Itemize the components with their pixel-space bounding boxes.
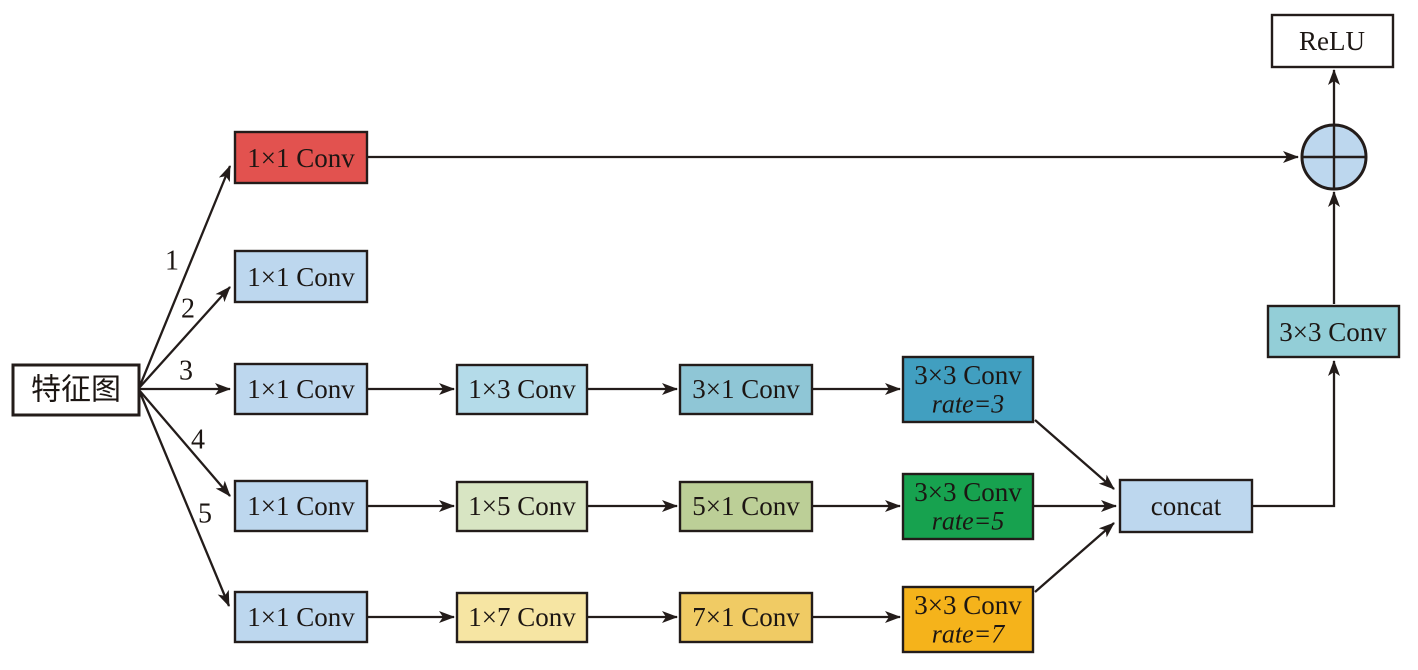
branch5-conv1-node: 1×1 Conv [233, 590, 369, 644]
input-node-rect [11, 363, 141, 417]
input-fanout-edges [137, 165, 232, 607]
branch4-conv2-rect [455, 480, 589, 533]
branch5-conv1-label: 1×1 Conv [247, 602, 355, 632]
branch1-label: 1 [165, 246, 179, 277]
edge-concat-fuseconv [1252, 360, 1340, 508]
branch5-conv3-node: 7×1 Conv [678, 591, 814, 644]
branch1-conv-label: 1×1 Conv [247, 143, 355, 173]
branch4-conv2-node: 1×5 Conv [455, 480, 589, 533]
branch2-label: 2 [181, 294, 195, 325]
branch3-edges [368, 383, 1115, 490]
branch5-dilated-conv-node: 3×3 Conv rate=7 [901, 585, 1035, 654]
branch5-dilated-conv-rect [901, 585, 1035, 654]
branch5-conv1-rect [233, 590, 369, 644]
edge-input-branch4 [138, 389, 231, 497]
branch3-conv2-rect [455, 363, 589, 416]
input-node-label: 特征图 [31, 374, 121, 407]
branch5-conv3-label: 7×1 Conv [692, 602, 800, 632]
relu-node: ReLU [1270, 13, 1395, 69]
concat-rect [1118, 478, 1254, 534]
branch1-conv-rect [233, 130, 369, 185]
branch3-conv2-node: 1×3 Conv [455, 363, 589, 416]
branch5-conv2-node: 1×7 Conv [455, 591, 589, 644]
branch4-dilated-conv-rect [901, 472, 1035, 541]
fuse-conv-node: 3×3 Conv [1266, 304, 1401, 359]
relu-label: ReLU [1299, 26, 1365, 56]
branch3-dilated-conv-label: 3×3 Conv [914, 360, 1022, 390]
branch4-conv1-label: 1×1 Conv [247, 491, 355, 521]
edge-b3-dilated-concat [1034, 419, 1115, 490]
branch4-conv2-label: 1×5 Conv [468, 491, 576, 521]
branch4-conv3-rect [678, 480, 814, 533]
input-node: 特征图 [11, 363, 141, 417]
branch4-conv3-label: 5×1 Conv [692, 491, 800, 521]
relu-rect [1270, 13, 1395, 69]
branch4-dilated-conv-label: 3×3 Conv [914, 477, 1022, 507]
branch5-conv2-label: 1×7 Conv [468, 602, 576, 632]
branch3-conv3-label: 3×1 Conv [692, 374, 800, 404]
branch3-conv1-label: 1×1 Conv [247, 374, 355, 404]
branch2-conv-rect [233, 249, 369, 304]
branch3-conv1-rect [233, 362, 369, 416]
branch2-conv-node: 1×1 Conv [233, 249, 369, 304]
branch5-label: 5 [198, 499, 212, 530]
branch4-dilated-rate-label: rate=5 [932, 507, 1004, 536]
edge-input-branch5 [137, 389, 231, 607]
edge-b5-dilated-concat [1034, 522, 1115, 593]
fuse-conv-label: 3×3 Conv [1279, 317, 1387, 347]
branch5-edges [368, 522, 1115, 623]
branch3-dilated-rate-label: rate=3 [932, 390, 1004, 419]
branch5-conv2-rect [455, 591, 589, 644]
branch2-conv-label: 1×1 Conv [247, 262, 355, 292]
branch3-dilated-conv-rect [901, 355, 1035, 424]
branch4-dilated-conv-node: 3×3 Conv rate=5 [901, 472, 1035, 541]
branch4-conv1-node: 1×1 Conv [233, 479, 369, 533]
branch4-label: 4 [191, 425, 205, 456]
edge-input-branch1 [137, 165, 232, 389]
edge-input-branch2 [138, 286, 231, 389]
branch5-dilated-rate-label: rate=7 [932, 620, 1005, 649]
branch1-conv-node: 1×1 Conv [233, 130, 369, 185]
concat-label: concat [1151, 491, 1222, 521]
fuse-conv-rect [1266, 304, 1401, 359]
branch3-conv3-rect [678, 363, 814, 416]
branch5-dilated-conv-label: 3×3 Conv [914, 590, 1022, 620]
branch4-conv3-node: 5×1 Conv [678, 480, 814, 533]
branch3-dilated-conv-node: 3×3 Conv rate=3 [901, 355, 1035, 424]
plus-circle-icon [1300, 123, 1368, 191]
branch3-conv1-node: 1×1 Conv [233, 362, 369, 416]
concat-node: concat [1118, 478, 1254, 534]
branch3-label: 3 [179, 356, 193, 387]
branch4-conv1-rect [233, 479, 369, 533]
branch5-conv3-rect [678, 591, 814, 644]
branch3-conv3-node: 3×1 Conv [678, 363, 814, 416]
branch3-conv2-label: 1×3 Conv [468, 374, 576, 404]
